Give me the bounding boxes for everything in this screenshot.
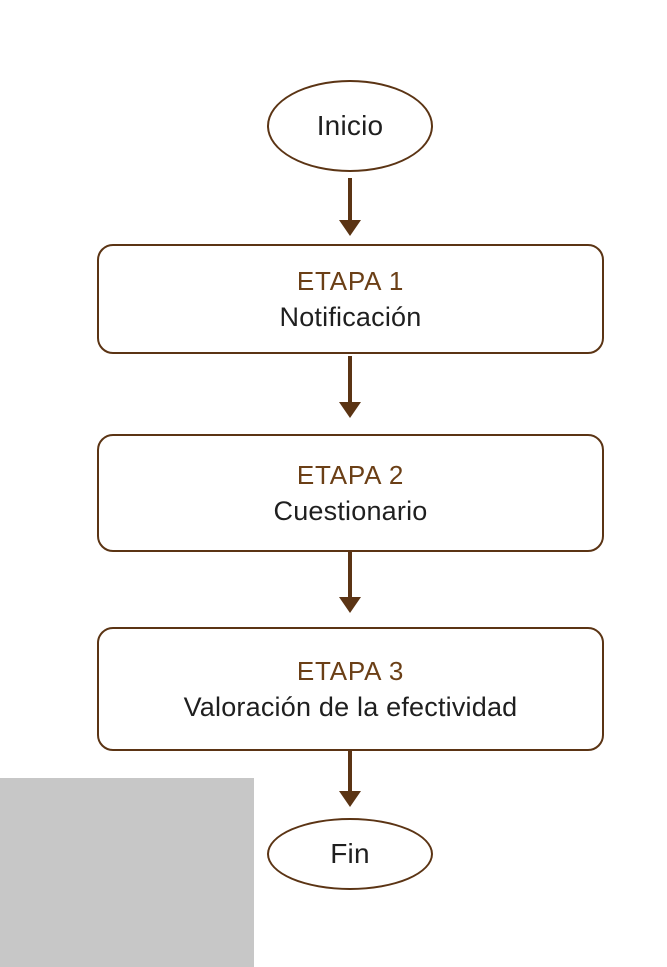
stage-1-title: Notificación <box>279 302 422 332</box>
stage-2-title: Cuestionario <box>273 496 428 526</box>
arrow-stage-1-to-stage-2 <box>339 356 361 418</box>
stage-2-box: ETAPA 2 Cuestionario <box>97 434 604 552</box>
end-node: Fin <box>267 818 433 890</box>
stage-2-label: ETAPA 2 <box>296 460 405 490</box>
gray-placeholder-block <box>0 778 254 967</box>
stage-1-label: ETAPA 1 <box>296 266 405 296</box>
start-node: Inicio <box>267 80 433 172</box>
arrow-stage-3-to-end <box>339 751 361 807</box>
start-label: Inicio <box>316 110 384 141</box>
stage-3-title: Valoración de la efectividad <box>183 692 518 722</box>
arrow-stage-2-to-stage-3 <box>339 551 361 613</box>
end-label: Fin <box>330 838 370 869</box>
stage-3-label: ETAPA 3 <box>296 656 405 686</box>
stage-1-box: ETAPA 1 Notificación <box>97 244 604 354</box>
arrow-start-to-stage-1 <box>339 178 361 236</box>
stage-3-box: ETAPA 3 Valoración de la efectividad <box>97 627 604 751</box>
